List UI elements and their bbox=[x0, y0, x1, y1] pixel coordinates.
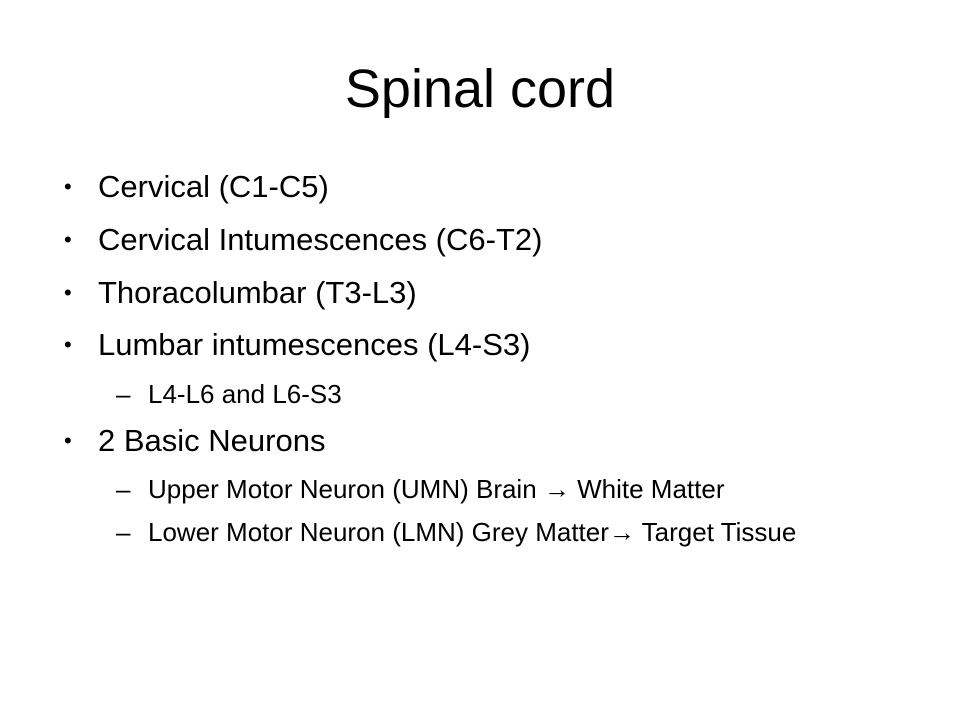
slide-title: Spinal cord bbox=[344, 59, 616, 119]
bullet-dot-marker: • bbox=[64, 427, 72, 453]
bullet-dot-marker: • bbox=[64, 332, 72, 358]
bullet-list: • Cervical (C1-C5) • Cervical Intumescences… bbox=[0, 168, 960, 549]
bullet-text: 2 Basic Neurons bbox=[98, 422, 326, 458]
bullet-item: • Cervical (C1-C5) bbox=[64, 168, 920, 207]
bullet-text: Cervical (C1-C5) bbox=[98, 169, 329, 204]
sub-bullet-item: –Upper Motor Neuron (UMN) Brain → White … bbox=[116, 474, 920, 506]
bullet-text: Lower Motor Neuron (LMN) Grey Matter→ Ta… bbox=[148, 517, 797, 548]
bullet-item: • 2 Basic Neurons bbox=[64, 422, 920, 461]
sub-bullet-item: –Lower Motor Neuron (LMN) Grey Matter→ T… bbox=[116, 517, 920, 549]
bullet-text: Thoracolumbar (T3-L3) bbox=[98, 274, 417, 310]
bullet-text: L4-L6 and L6-S3 bbox=[148, 379, 342, 409]
dash-marker: – bbox=[116, 379, 131, 409]
bullet-item: • Thoracolumbar (T3-L3) bbox=[64, 274, 920, 313]
bullet-item: • Cervical Intumescences (C6-T2) bbox=[64, 221, 920, 260]
bullet-dot-marker: • bbox=[64, 174, 72, 199]
bullet-text: Upper Motor Neuron (UMN) Brain → White M… bbox=[148, 474, 725, 505]
bullet-dot-marker: • bbox=[64, 279, 72, 305]
dash-marker: – bbox=[116, 517, 131, 548]
dash-marker: – bbox=[116, 474, 131, 505]
bullet-text: Lumbar intumescences (L4-S3) bbox=[98, 327, 531, 363]
bullet-item: • Lumbar intumescences (L4-S3) bbox=[64, 326, 920, 365]
sub-bullet-item: –L4-L6 and L6-S3 bbox=[116, 379, 920, 411]
bullet-dot-marker: • bbox=[64, 226, 72, 252]
bullet-text: Cervical Intumescences (C6-T2) bbox=[98, 221, 543, 257]
